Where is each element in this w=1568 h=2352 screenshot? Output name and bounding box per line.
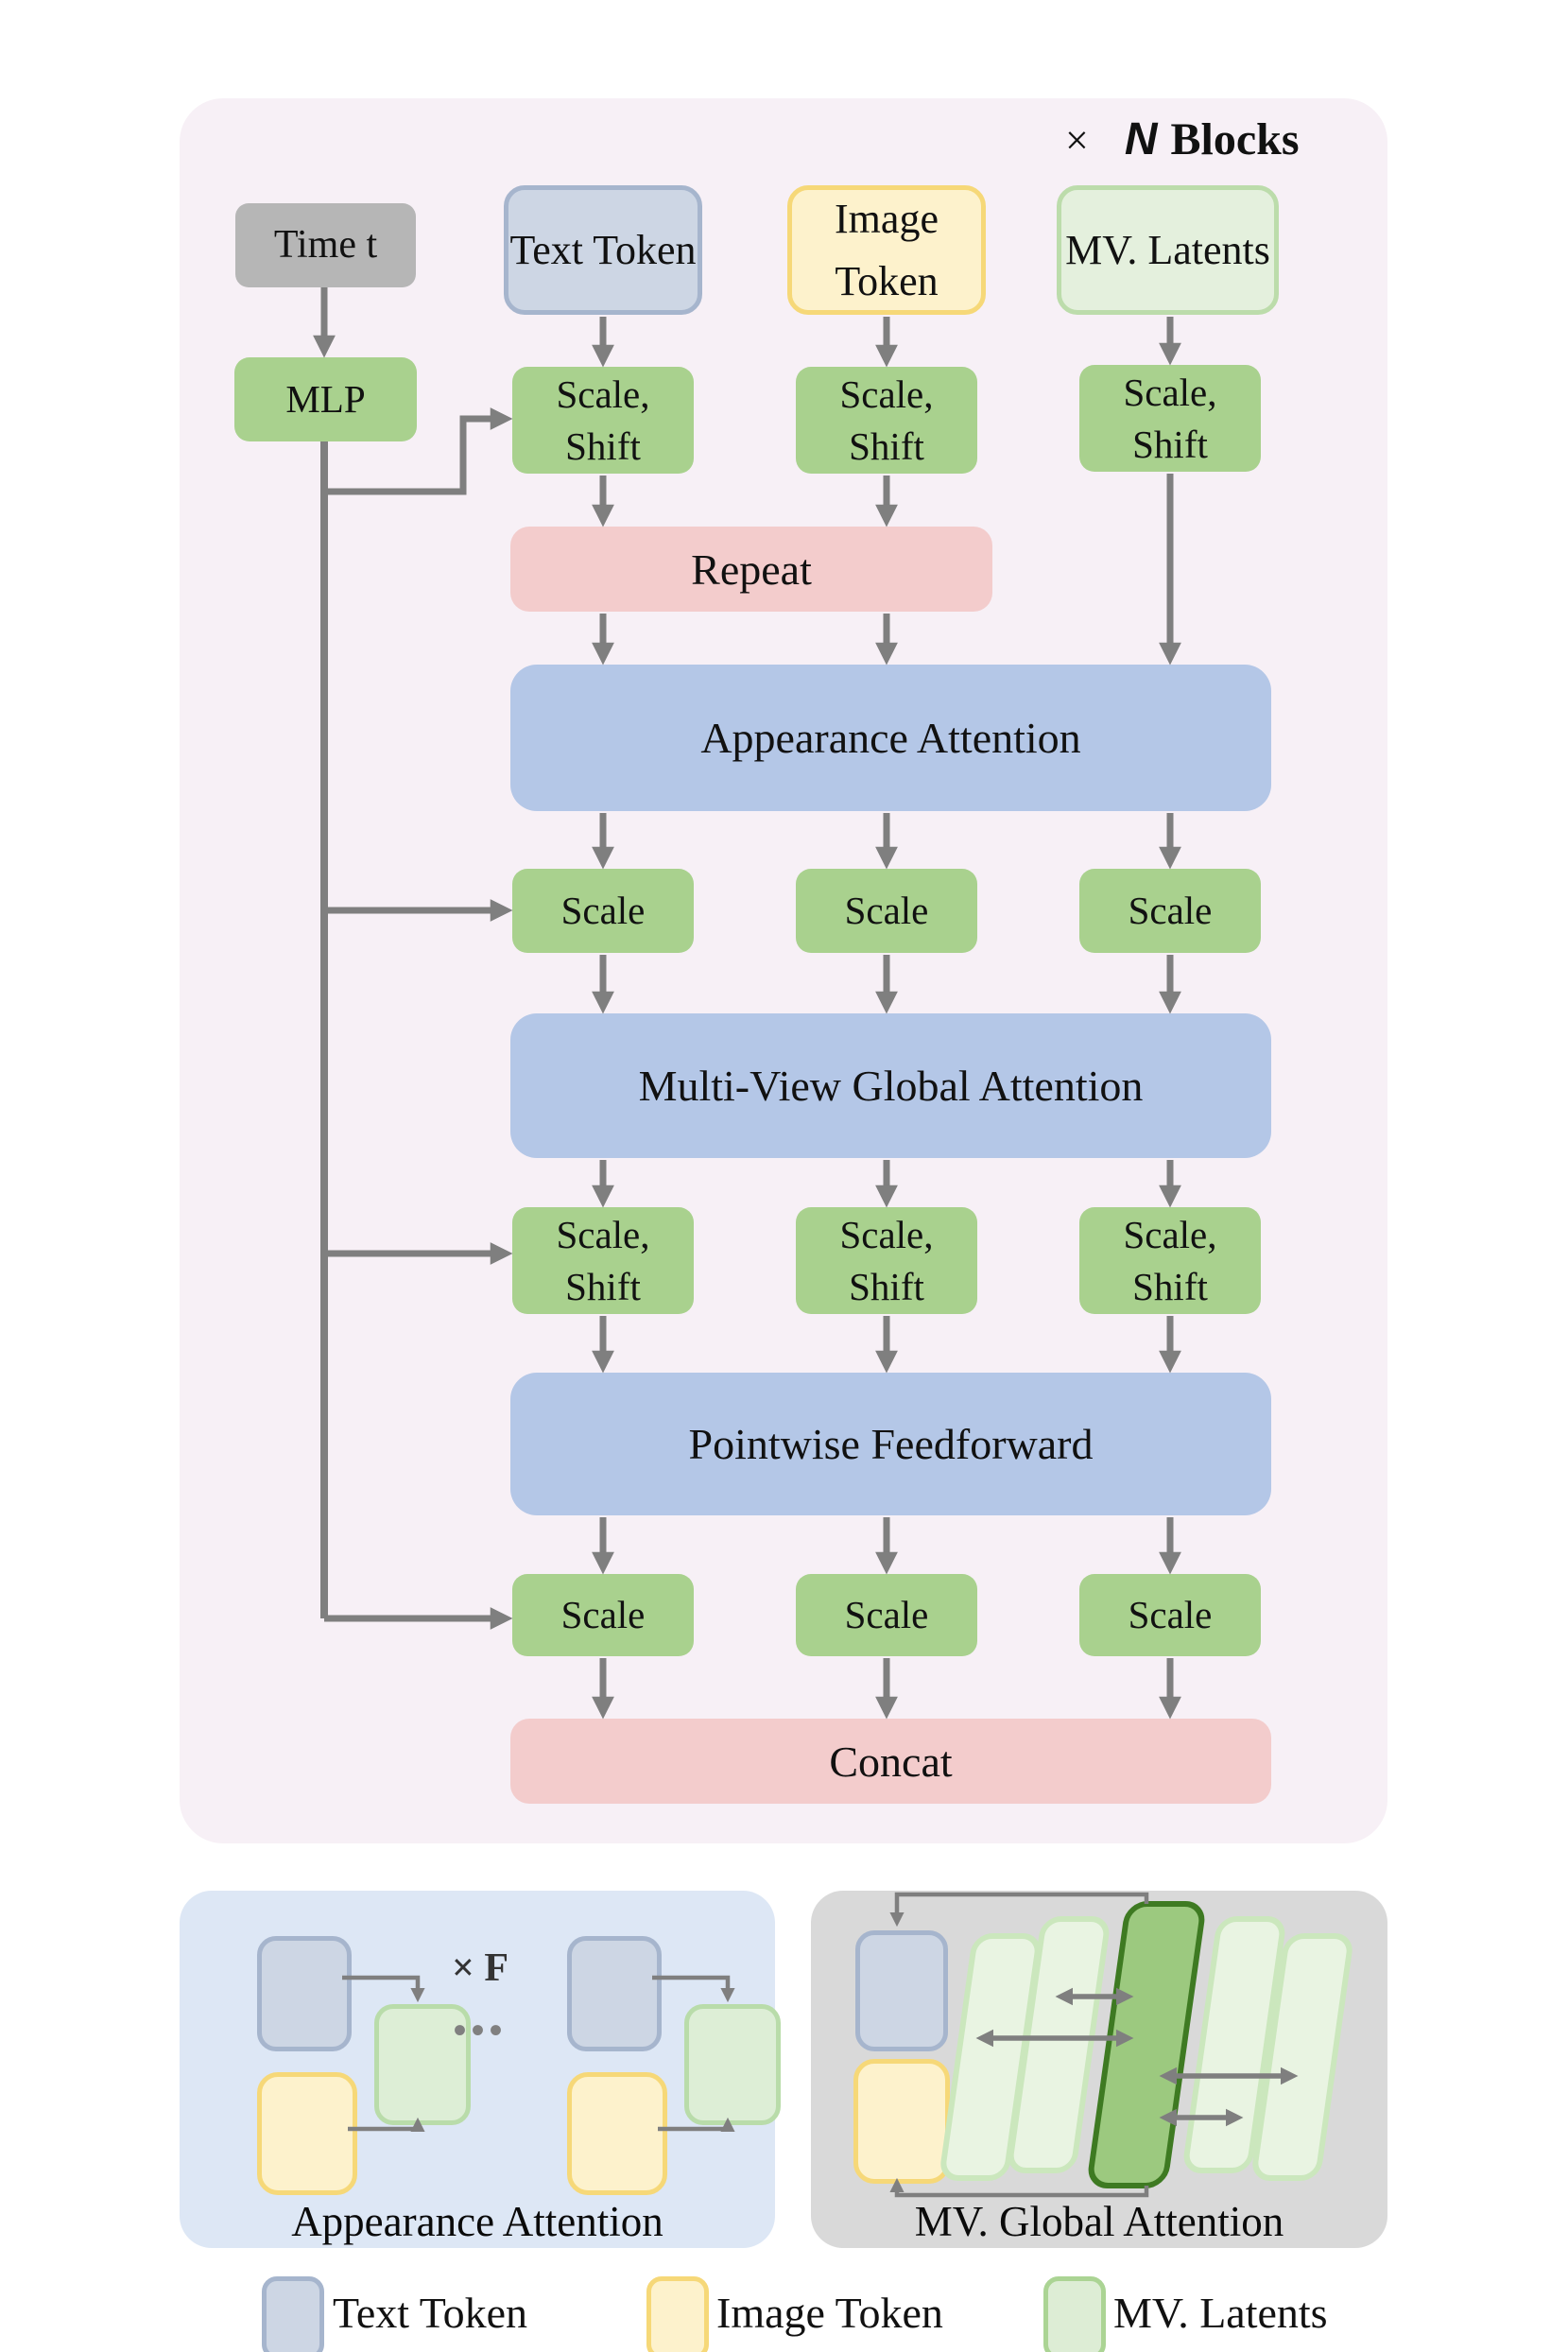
n-blocks-title: × N Blocks <box>1065 113 1300 165</box>
legend-text-token-label: Text Token <box>333 2289 528 2337</box>
scale-shift-line2: Shift <box>565 424 641 468</box>
mini-text-token-box <box>257 1936 352 2051</box>
scale-node: Scale <box>1079 869 1261 953</box>
scale-shift-line2: Shift <box>565 1264 641 1308</box>
legend-image-token-swatch <box>646 2276 709 2352</box>
scale-shift-node: Scale, Shift <box>512 1207 694 1314</box>
legend-mv-latents-swatch <box>1043 2276 1106 2352</box>
text-token-label: Text Token <box>509 226 697 273</box>
scale-shift-node: Scale, Shift <box>796 1207 977 1314</box>
mv-global-attention-label: Multi-View Global Attention <box>638 1062 1144 1110</box>
scale-shift-node: Scale, Shift <box>1079 1207 1261 1314</box>
scale-shift-node: Scale, Shift <box>1079 365 1261 472</box>
concat-label: Concat <box>829 1737 953 1786</box>
mini-mv-latent-box <box>684 2004 781 2125</box>
scale-label: Scale <box>1128 1593 1213 1637</box>
scale-node: Scale <box>1079 1574 1261 1656</box>
image-token-node: Image Token <box>787 185 986 315</box>
scale-shift-line2: Shift <box>1132 422 1208 466</box>
scale-shift-line1: Scale, <box>556 1213 650 1257</box>
legend-text-token-swatch <box>262 2276 324 2352</box>
ellipsis-dots: ••• <box>453 2009 508 2051</box>
pointwise-feedforward-bar: Pointwise Feedforward <box>510 1373 1271 1515</box>
mini-image-token-box <box>567 2072 667 2195</box>
scale-shift-node: Scale, Shift <box>796 367 977 474</box>
pointwise-feedforward-label: Pointwise Feedforward <box>688 1420 1094 1468</box>
scale-shift-line1: Scale, <box>556 372 650 417</box>
scale-shift-line1: Scale, <box>1123 1213 1217 1257</box>
multiply-icon: × <box>1065 117 1089 164</box>
legend-image-token-label: Image Token <box>716 2289 943 2337</box>
mini-image-token-box <box>257 2072 357 2195</box>
scale-node: Scale <box>796 869 977 953</box>
scale-node: Scale <box>796 1574 977 1656</box>
time-t-node: Time t <box>235 203 416 287</box>
scale-label: Scale <box>1128 889 1213 933</box>
time-t-label: Time t <box>273 222 378 267</box>
mini-image-token-box <box>853 2059 950 2184</box>
times-f-label: × F <box>451 1946 509 1990</box>
image-token-label: Image Token <box>835 195 939 304</box>
n-variable: N <box>1124 114 1158 164</box>
mini-text-token-box <box>567 1936 662 2051</box>
scale-node: Scale <box>512 869 694 953</box>
appearance-attention-bar: Appearance Attention <box>510 665 1271 811</box>
mv-latents-node: MV. Latents <box>1057 185 1279 315</box>
mv-latents-label: MV. Latents <box>1065 226 1270 273</box>
scale-label: Scale <box>560 1593 646 1637</box>
text-token-node: Text Token <box>504 185 702 315</box>
scale-shift-line2: Shift <box>1132 1264 1208 1308</box>
scale-shift-line1: Scale, <box>839 1213 934 1257</box>
mlp-label: MLP <box>285 377 366 422</box>
scale-shift-node: Scale, Shift <box>512 367 694 474</box>
legend-mv-latents-label: MV. Latents <box>1113 2289 1328 2337</box>
concat-bar: Concat <box>510 1719 1271 1804</box>
scale-node: Scale <box>512 1574 694 1656</box>
appearance-attention-inset-label: Appearance Attention <box>291 2198 663 2245</box>
scale-shift-line2: Shift <box>849 424 924 468</box>
blocks-word: Blocks <box>1170 114 1300 164</box>
mini-text-token-box <box>855 1930 948 2051</box>
appearance-attention-label: Appearance Attention <box>700 714 1081 762</box>
scale-label: Scale <box>560 889 646 933</box>
mlp-node: MLP <box>234 357 417 441</box>
scale-shift-line1: Scale, <box>1123 371 1217 415</box>
scale-shift-line2: Shift <box>849 1264 924 1308</box>
scale-shift-line1: Scale, <box>839 372 934 417</box>
scale-label: Scale <box>844 1593 929 1637</box>
mv-global-attention-inset-label: MV. Global Attention <box>914 2198 1284 2245</box>
scale-label: Scale <box>844 889 929 933</box>
repeat-label: Repeat <box>691 545 812 594</box>
mv-global-attention-bar: Multi-View Global Attention <box>510 1013 1271 1158</box>
repeat-bar: Repeat <box>510 527 992 612</box>
